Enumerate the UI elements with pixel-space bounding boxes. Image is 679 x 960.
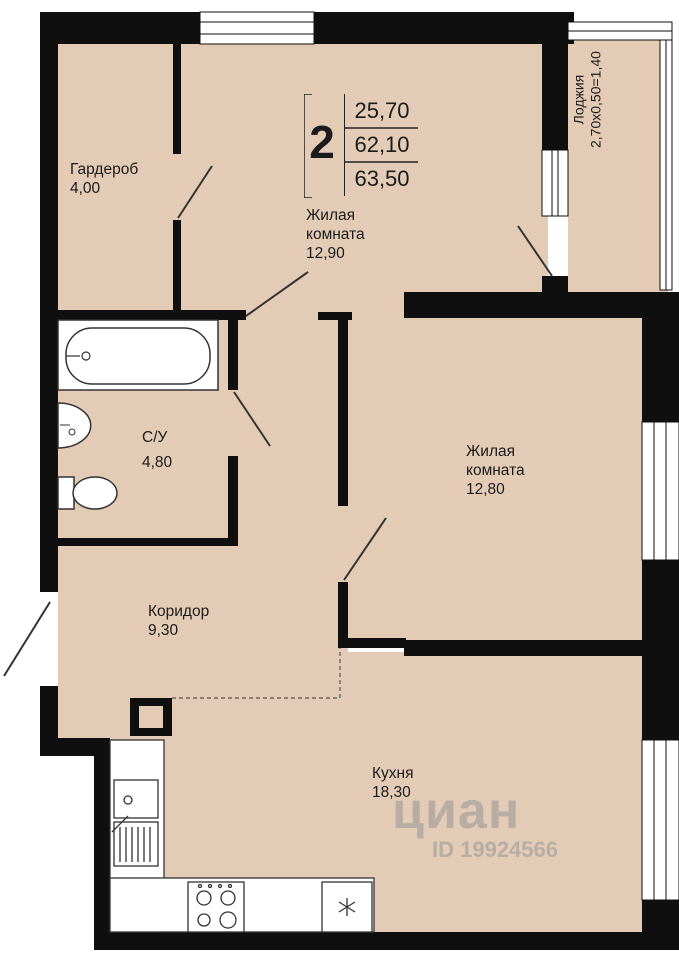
watermark: циан ID 19924566 [392,784,558,862]
stove-icon [187,881,245,933]
door-entrance [3,601,51,677]
fridge-icon [321,881,373,933]
wall [338,638,406,648]
wall [40,12,58,592]
door-bathroom [233,391,271,447]
total-area-with-loggia: 63,50 [344,162,419,196]
room-label-living-2: Жилая комната 12,80 [466,442,556,499]
wall [404,640,642,656]
window-lines [200,21,672,900]
room-name: Гардероб [70,161,139,178]
living-area: 25,70 [344,94,419,128]
wall [58,310,246,320]
room-area: 2,70х0,50=1,40 [587,51,604,148]
wall [58,538,238,546]
room-area: 12,90 [306,245,345,262]
wall [338,582,348,642]
room-floor-wardrobe [58,44,182,314]
window-top [199,11,315,45]
room-floor-living-2 [346,318,642,640]
room-area: 18,30 [372,784,411,801]
column-inner [139,706,163,728]
window-loggia-wall [541,149,569,217]
summary-badge: 2 25,70 62,10 63,50 [304,94,418,198]
total-area: 62,10 [344,128,419,162]
room-label-kitchen: Кухня 18,30 [372,764,413,802]
door-wardrobe [177,165,213,219]
wall [94,932,679,950]
room-area: 4,80 [142,454,173,471]
door-loggia [517,225,553,277]
wall [173,44,181,154]
wall [404,292,679,318]
room-floor-loggia [568,40,668,292]
wall [228,310,238,390]
room-name: Лоджия [570,74,587,125]
wall [40,738,110,756]
watermark-brand: циан [392,782,521,840]
wall [642,292,679,422]
room-label-living-1: Жилая комната 12,90 [306,206,396,263]
bathtub-icon [57,319,219,391]
wall [173,220,181,314]
door-living-1 [245,271,309,317]
window-right-2 [641,739,679,901]
wall [228,456,238,546]
wall [338,318,348,506]
room-name: Кухня [372,765,414,782]
room-label-corridor: Коридор 9,30 [148,602,209,640]
room-label-loggia: Лоджия 2,70х0,50=1,40 [571,51,605,148]
toilet-icon [57,476,118,510]
zone-divider [172,648,341,699]
wall [94,738,110,950]
wall [642,900,679,950]
room-area: 12,80 [466,481,505,498]
wall [314,12,574,44]
rooms-count: 2 [309,116,335,168]
room-label-wardrobe: Гардероб 4,00 [70,160,138,198]
watermark-id: ID 19924566 [432,837,558,862]
room-name: Жилая комната [466,443,525,479]
room-area: 4,00 [70,180,101,197]
room-label-bathroom: С/У 4,80 [142,428,172,472]
kitchen-sink-icon [111,779,159,867]
wall [40,12,200,44]
room-area: 9,30 [148,622,179,639]
wall [642,560,679,740]
room-name: С/У [142,429,168,446]
wall [318,312,352,320]
room-floor-living-1 [178,44,548,320]
sink-icon [57,402,92,449]
wall [542,20,568,150]
walls [40,12,679,950]
window-right-1 [641,421,679,561]
door-living-2 [343,517,387,581]
room-name: Коридор [148,603,210,620]
room-name: Жилая комната [306,207,365,243]
doors [3,165,553,677]
